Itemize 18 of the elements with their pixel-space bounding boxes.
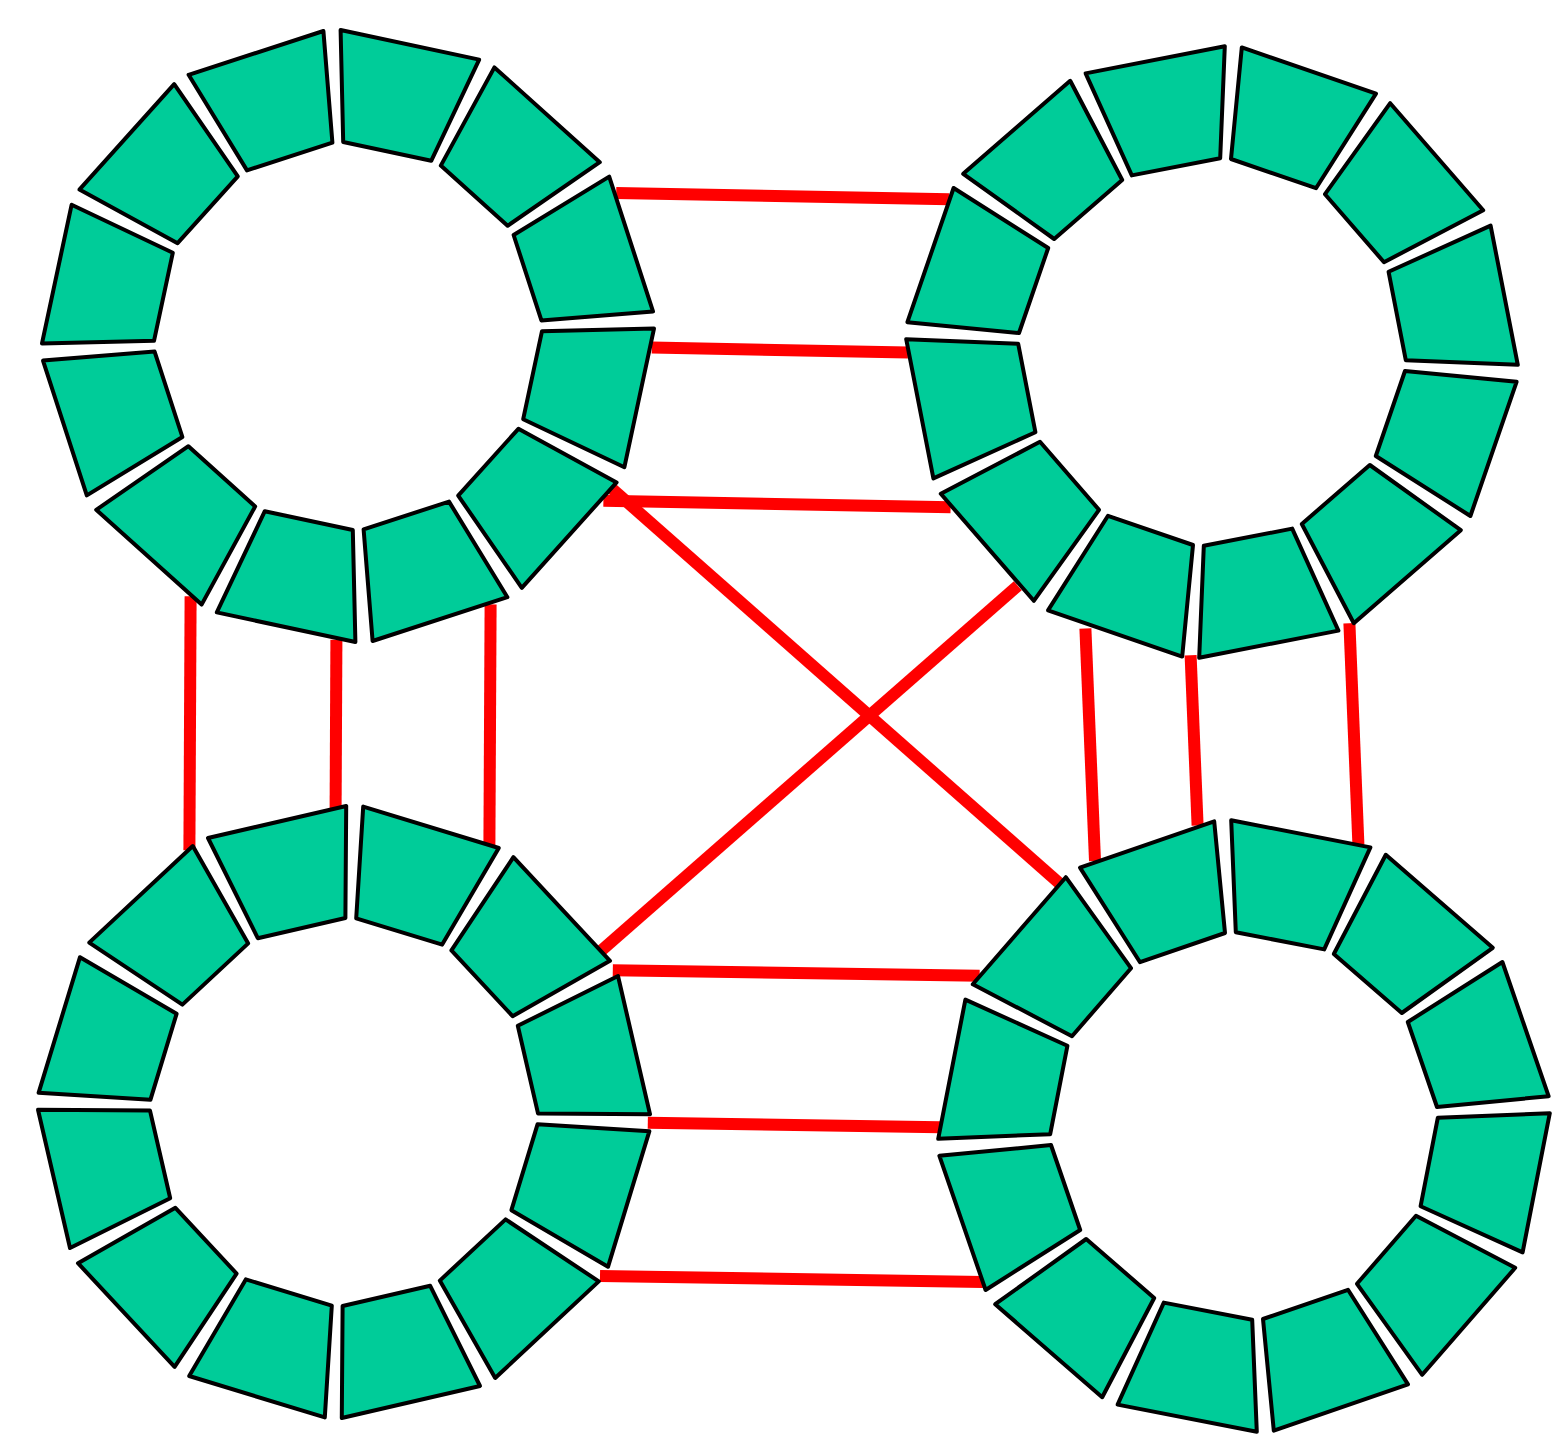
segmented-ring [38, 26, 658, 646]
connector-line [1184, 654, 1204, 826]
connector-line [599, 1270, 984, 1288]
connector-line [612, 964, 980, 982]
connector-line [603, 494, 951, 514]
connector-line [616, 187, 950, 206]
segmented-ring [34, 802, 654, 1422]
connector-line [483, 604, 497, 846]
connector-line [329, 639, 343, 809]
connector-line [1343, 622, 1365, 845]
connector-line [607, 483, 1065, 889]
connector-line [1079, 628, 1101, 862]
segmented-ring [934, 816, 1552, 1436]
connector-line [597, 581, 1022, 955]
segmented-ring [902, 42, 1522, 662]
connector-line [647, 1116, 941, 1134]
connector-line [183, 596, 197, 851]
connector-line [651, 341, 909, 359]
